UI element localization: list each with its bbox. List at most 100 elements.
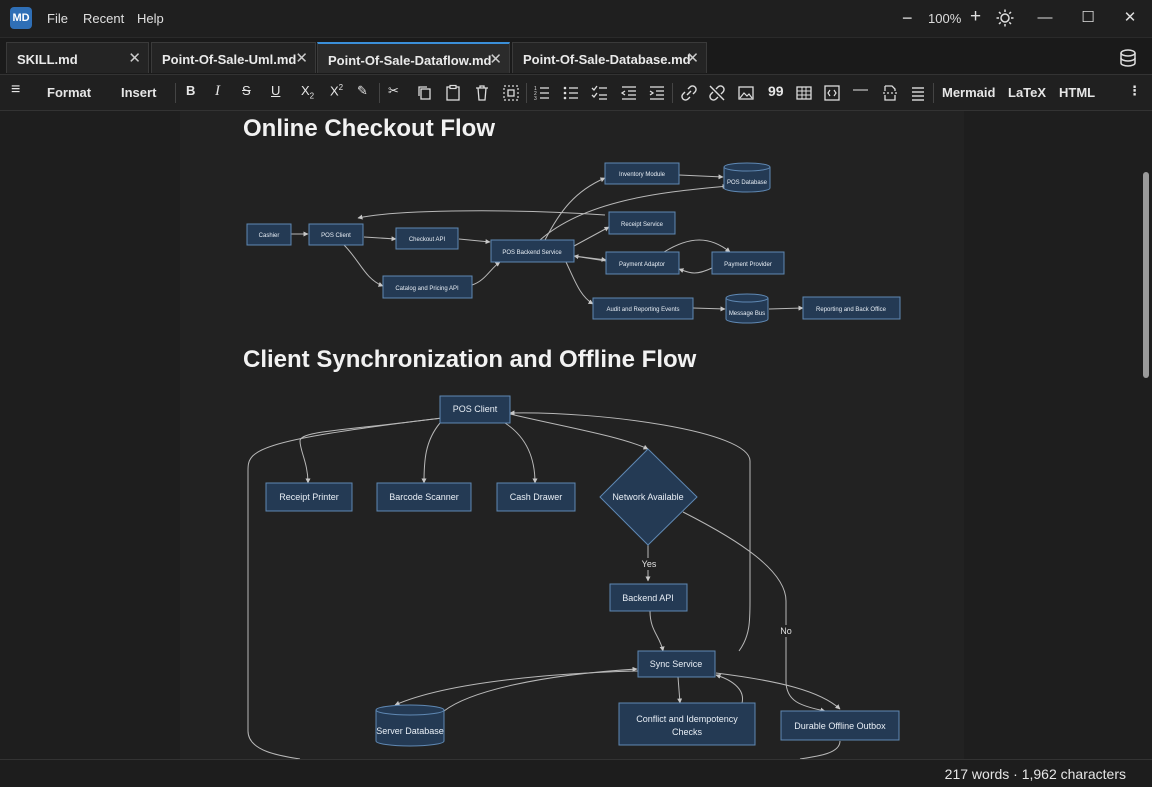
database-icon[interactable] — [1118, 48, 1138, 68]
edge-label-no: No — [780, 626, 792, 636]
image-icon[interactable] — [737, 84, 755, 102]
svg-text:POS Database: POS Database — [727, 180, 768, 186]
close-window-button[interactable]: ✕ — [1123, 9, 1137, 26]
svg-text:Server Database: Server Database — [376, 726, 444, 736]
node2-server-database: Server Database — [375, 704, 445, 747]
node-cashier: Cashier — [246, 223, 292, 246]
align-icon[interactable] — [909, 84, 927, 102]
menu-recent[interactable]: Recent — [83, 11, 125, 26]
tab-label: SKILL.md — [17, 52, 78, 67]
zoom-out-button[interactable]: − — [902, 8, 913, 28]
delete-icon[interactable] — [473, 84, 491, 102]
superscript-icon[interactable]: X2 — [330, 83, 344, 99]
more-options-icon[interactable]: ⋮ — [1128, 83, 1141, 98]
svg-text:Payment Adaptor: Payment Adaptor — [619, 262, 665, 268]
bold-icon[interactable]: B — [186, 83, 196, 98]
quote-icon[interactable]: 99 — [768, 83, 784, 99]
node2-durable-offline-outbox: Durable Offline Outbox — [780, 710, 900, 741]
svg-text:Audit and Reporting Events: Audit and Reporting Events — [606, 307, 679, 313]
numbered-list-icon[interactable]: 123 — [533, 84, 551, 102]
node-pos-backend-service: POS Backend Service — [490, 239, 575, 263]
edge-label-bg — [778, 625, 794, 637]
svg-text:Backend API: Backend API — [622, 593, 674, 603]
maximize-button[interactable]: ☐ — [1081, 9, 1095, 26]
page-break-icon[interactable] — [881, 84, 899, 102]
svg-text:1: 1 — [534, 86, 537, 92]
indent-icon[interactable] — [648, 84, 666, 102]
tab-pos-dataflow[interactable]: Point-Of-Sale-Dataflow.md ✕ — [317, 42, 510, 73]
italic-icon[interactable]: I — [215, 83, 220, 99]
mermaid-button[interactable]: Mermaid — [942, 85, 996, 100]
close-tab-icon[interactable]: ✕ — [686, 50, 699, 67]
svg-text:Receipt Service: Receipt Service — [621, 222, 664, 228]
code-block-icon[interactable] — [823, 84, 841, 102]
close-tab-icon[interactable]: ✕ — [295, 50, 308, 67]
theme-toggle-icon[interactable] — [996, 9, 1014, 27]
select-all-icon[interactable] — [502, 84, 520, 102]
hamburger-menu-icon[interactable]: ≡ — [11, 81, 21, 98]
insert-menu-button[interactable]: Insert — [121, 85, 157, 100]
unlink-icon[interactable] — [708, 84, 726, 102]
underline-icon[interactable]: U — [271, 83, 281, 98]
svg-text:POS Client: POS Client — [453, 404, 498, 414]
link-icon[interactable] — [680, 84, 698, 102]
svg-text:Sync Service: Sync Service — [650, 659, 703, 669]
minimize-button[interactable]: — — [1037, 9, 1053, 26]
format-menu-button[interactable]: Format — [47, 85, 92, 100]
tab-skill[interactable]: SKILL.md ✕ — [6, 42, 149, 73]
svg-text:Cashier: Cashier — [259, 233, 280, 239]
horizontal-rule-icon[interactable]: — — [853, 81, 868, 98]
tab-label: Point-Of-Sale-Database.md — [523, 52, 691, 67]
strikethrough-icon[interactable]: S — [242, 83, 251, 98]
node-message-bus: Message Bus — [725, 293, 769, 324]
paste-icon[interactable] — [444, 84, 462, 102]
node-payment-provider: Payment Provider — [711, 251, 785, 275]
svg-text:3: 3 — [534, 96, 537, 102]
latex-button[interactable]: LaTeX — [1008, 85, 1047, 100]
tab-label: Point-Of-Sale-Uml.md — [162, 52, 297, 67]
toolbar-divider — [175, 83, 176, 103]
node-reporting-back-office: Reporting and Back Office — [802, 296, 901, 320]
outdent-icon[interactable] — [620, 84, 638, 102]
tab-pos-uml[interactable]: Point-Of-Sale-Uml.md ✕ — [151, 42, 316, 73]
cut-icon[interactable]: ✂ — [388, 83, 399, 98]
word-count-status: 217 words · 1,962 characters — [944, 766, 1126, 782]
toolbar-divider — [933, 83, 934, 103]
subscript-icon[interactable]: X2 — [301, 83, 315, 101]
edge-label-bg — [640, 558, 658, 570]
tab-pos-database[interactable]: Point-Of-Sale-Database.md ✕ — [512, 42, 707, 73]
html-button[interactable]: HTML — [1059, 85, 1096, 100]
checkout-flow-edges — [291, 174, 804, 312]
close-tab-icon[interactable]: ✕ — [128, 50, 141, 67]
checklist-icon[interactable] — [591, 84, 609, 102]
node-audit-reporting-events: Audit and Reporting Events — [592, 297, 694, 320]
svg-text:Catalog and Pricing API: Catalog and Pricing API — [395, 286, 459, 292]
menu-file[interactable]: File — [47, 11, 68, 26]
scrollbar-thumb[interactable] — [1143, 172, 1149, 378]
svg-text:2: 2 — [534, 91, 537, 97]
editor-area[interactable]: Online Checkout Flow Client Synchronizat… — [0, 111, 1152, 759]
highlighter-icon[interactable]: ✎ — [357, 83, 368, 98]
close-tab-icon[interactable]: ✕ — [489, 51, 502, 68]
node-catalog-pricing-api: Catalog and Pricing API — [382, 275, 473, 299]
svg-text:Inventory Module: Inventory Module — [619, 172, 666, 178]
node-receipt-service: Receipt Service — [608, 211, 676, 235]
svg-text:Checks: Checks — [672, 727, 703, 737]
sync-flow-edges: Yes No — [247, 410, 841, 759]
svg-text:Message Bus: Message Bus — [729, 311, 765, 317]
bullet-list-icon[interactable] — [562, 84, 580, 102]
svg-text:Durable Offline Outbox: Durable Offline Outbox — [794, 721, 886, 731]
table-icon[interactable] — [795, 84, 813, 102]
node2-barcode-scanner: Barcode Scanner — [376, 482, 472, 512]
vertical-scrollbar[interactable] — [1141, 111, 1152, 759]
toolbar-divider — [526, 83, 527, 103]
zoom-in-button[interactable]: + — [970, 6, 982, 27]
copy-icon[interactable] — [416, 84, 434, 102]
svg-text:Receipt Printer: Receipt Printer — [279, 492, 339, 502]
node-inventory-module: Inventory Module — [604, 162, 680, 185]
svg-text:Checkout API: Checkout API — [409, 237, 446, 243]
tab-label: Point-Of-Sale-Dataflow.md — [328, 53, 492, 68]
menu-help[interactable]: Help — [137, 11, 164, 26]
toolbar-divider — [672, 83, 673, 103]
